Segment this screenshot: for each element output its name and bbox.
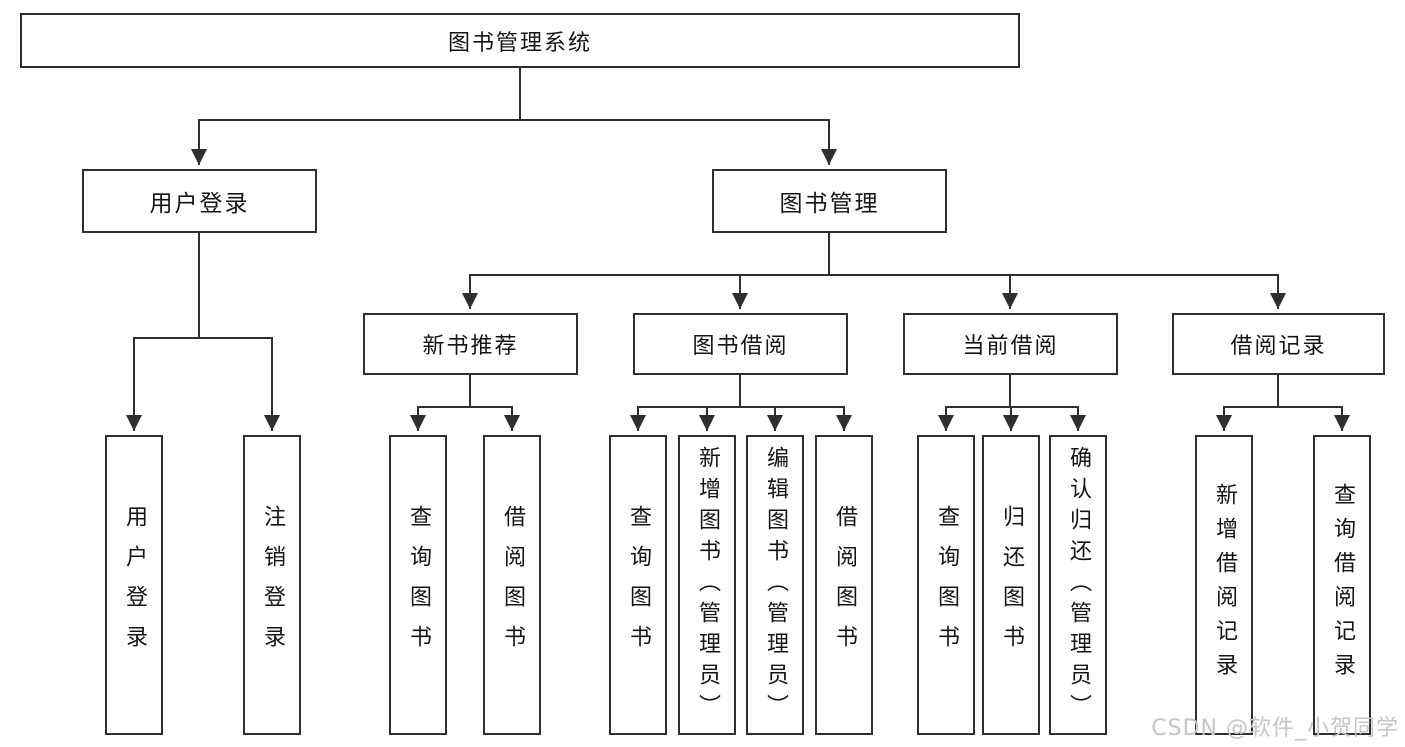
node-confirm-return-admin: 确认归还（管理员）: [1049, 435, 1107, 735]
node-edit-books-admin: 编辑图书（管理员）: [746, 435, 804, 735]
node-library-management-system: 图书管理系统: [20, 13, 1020, 68]
node-borrow-books-recommend: 借阅图书: [483, 435, 541, 735]
node-user-login-leaf: 用户登录: [105, 435, 163, 735]
node-book-management: 图书管理: [712, 169, 947, 233]
node-borrow-books-borrowing: 借阅图书: [815, 435, 873, 735]
node-logout-leaf: 注销登录: [243, 435, 301, 735]
node-add-borrow-record: 新增借阅记录: [1195, 435, 1253, 735]
node-new-book-recommend: 新书推荐: [363, 313, 578, 375]
node-query-books-borrowing: 查询图书: [609, 435, 667, 735]
node-query-books-recommend: 查询图书: [389, 435, 447, 735]
node-query-borrow-record: 查询借阅记录: [1313, 435, 1371, 735]
node-current-borrowing: 当前借阅: [903, 313, 1118, 375]
csdn-watermark: CSDN @软件_小贺同学: [1151, 716, 1399, 741]
node-borrowing-records: 借阅记录: [1172, 313, 1385, 375]
node-user-login: 用户登录: [82, 169, 317, 233]
node-book-borrowing: 图书借阅: [633, 313, 848, 375]
node-add-books-admin: 新增图书（管理员）: [678, 435, 736, 735]
node-query-books-current: 查询图书: [917, 435, 975, 735]
node-return-books: 归还图书: [982, 435, 1040, 735]
